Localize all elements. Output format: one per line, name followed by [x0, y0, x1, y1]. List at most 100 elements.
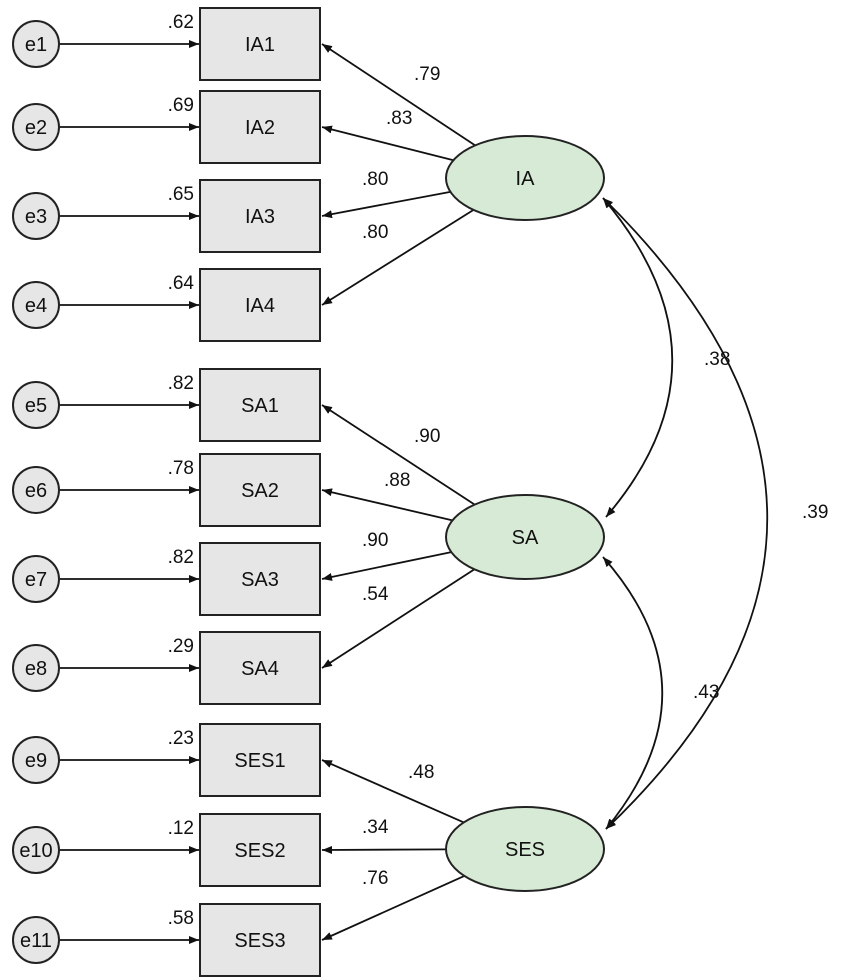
loading-arrow-sa1 [321, 404, 476, 506]
r-squared-ses3: .58 [168, 908, 194, 929]
latent-sa: SA [445, 494, 605, 580]
indicator-label: IA1 [245, 34, 275, 56]
r-squared-ia4: .64 [168, 273, 195, 294]
indicator-sa2: SA2 [199, 453, 321, 527]
error-label: e2 [25, 117, 47, 139]
loading-arrow-ses3 [321, 875, 465, 941]
indicator-box [199, 90, 321, 164]
latent-ellipse [445, 806, 605, 892]
indicator-label: SA3 [241, 569, 279, 591]
r-squared-sa3: .82 [168, 547, 194, 568]
indicator-label: SES2 [234, 840, 285, 862]
error-node-e4: e4 [12, 281, 60, 329]
error-circle [12, 20, 60, 68]
loading-arrow-ia1 [321, 43, 476, 147]
covariance-arrow-ia-ses [602, 197, 769, 830]
edges-layer [59, 40, 769, 944]
indicator-ia2: IA2 [199, 90, 321, 164]
error-node-e6: e6 [12, 466, 60, 514]
error-node-e5: e5 [12, 381, 60, 429]
indicator-box [199, 631, 321, 705]
latent-label: SES [505, 839, 545, 861]
indicator-label: IA3 [245, 206, 275, 228]
indicator-ia3: IA3 [199, 179, 321, 253]
latent-ellipse [445, 135, 605, 221]
error-node-e10: e10 [12, 826, 60, 874]
latent-label: SA [512, 527, 539, 549]
error-circle [12, 826, 60, 874]
error-circle [12, 466, 60, 514]
latent-ellipse [445, 494, 605, 580]
loading-arrow-ia3 [321, 190, 451, 219]
error-node-e7: e7 [12, 555, 60, 603]
error-label: e3 [25, 206, 47, 228]
loading-value-sa2: .88 [384, 470, 410, 491]
loading-arrow-ses2 [321, 845, 447, 854]
indicator-ia1: IA1 [199, 7, 321, 81]
error-node-e2: e2 [12, 103, 60, 151]
error-circle [12, 555, 60, 603]
loading-value-ses2: .34 [362, 817, 389, 838]
r-squared-ia1: .62 [168, 12, 194, 33]
indicator-box [199, 723, 321, 797]
loading-value-sa4: .54 [362, 584, 389, 605]
loading-arrow-sa4 [321, 568, 475, 669]
loading-arrow-ses1 [321, 759, 465, 824]
indicator-box [199, 7, 321, 81]
loading-arrow-sa3 [321, 551, 452, 581]
loading-value-ses3: .76 [362, 868, 388, 889]
error-label: e4 [25, 295, 47, 317]
indicator-label: SA4 [241, 658, 279, 680]
r-squared-ia2: .69 [168, 95, 194, 116]
indicator-sa3: SA3 [199, 542, 321, 616]
indicator-box [199, 542, 321, 616]
indicator-sa4: SA4 [199, 631, 321, 705]
r-squared-ses2: .12 [168, 818, 194, 839]
r-squared-sa4: .29 [168, 636, 194, 657]
indicator-ia4: IA4 [199, 268, 321, 342]
error-circle [12, 281, 60, 329]
indicator-label: SA1 [241, 395, 279, 417]
labels-layer: .38.43.39.62.79.69.83.65.80.64.80.82.90.… [168, 12, 829, 929]
indicator-ses3: SES3 [199, 903, 321, 977]
covariance-value-sa-ses: .43 [693, 682, 719, 703]
latent-label: IA [516, 168, 536, 190]
error-label: e10 [19, 840, 52, 862]
r-squared-sa2: .78 [168, 458, 194, 479]
loading-arrow-sa2 [321, 488, 453, 522]
error-label: e7 [25, 569, 47, 591]
loading-arrow-ia2 [321, 125, 454, 162]
indicator-box [199, 368, 321, 442]
indicator-box [199, 268, 321, 342]
covariance-arrow-sa-ses [602, 556, 664, 830]
error-node-e1: e1 [12, 20, 60, 68]
nodes-layer: e1e2e3e4e5e6e7e8e9e10e11IA1IA2IA3IA4SA1S… [12, 7, 605, 977]
indicator-label: IA4 [245, 295, 275, 317]
r-squared-ses1: .23 [168, 728, 194, 749]
error-circle [12, 192, 60, 240]
error-circle [12, 381, 60, 429]
indicator-label: SES1 [234, 750, 285, 772]
loading-value-ses1: .48 [408, 762, 434, 783]
error-label: e11 [20, 930, 52, 952]
error-label: e1 [25, 34, 47, 56]
error-circle [12, 916, 60, 964]
indicator-sa1: SA1 [199, 368, 321, 442]
covariance-value-ia-sa: .38 [704, 349, 730, 370]
indicator-ses1: SES1 [199, 723, 321, 797]
error-circle [12, 736, 60, 784]
r-squared-ia3: .65 [168, 184, 194, 205]
indicator-box [199, 903, 321, 977]
error-label: e9 [25, 750, 47, 772]
error-label: e6 [25, 480, 47, 502]
indicator-box [199, 179, 321, 253]
latent-ia: IA [445, 135, 605, 221]
loading-value-sa1: .90 [414, 426, 440, 447]
error-label: e5 [25, 395, 47, 417]
indicator-label: SES3 [234, 930, 285, 952]
indicator-label: IA2 [245, 117, 275, 139]
error-node-e3: e3 [12, 192, 60, 240]
error-circle [12, 644, 60, 692]
error-node-e11: e11 [12, 916, 60, 964]
